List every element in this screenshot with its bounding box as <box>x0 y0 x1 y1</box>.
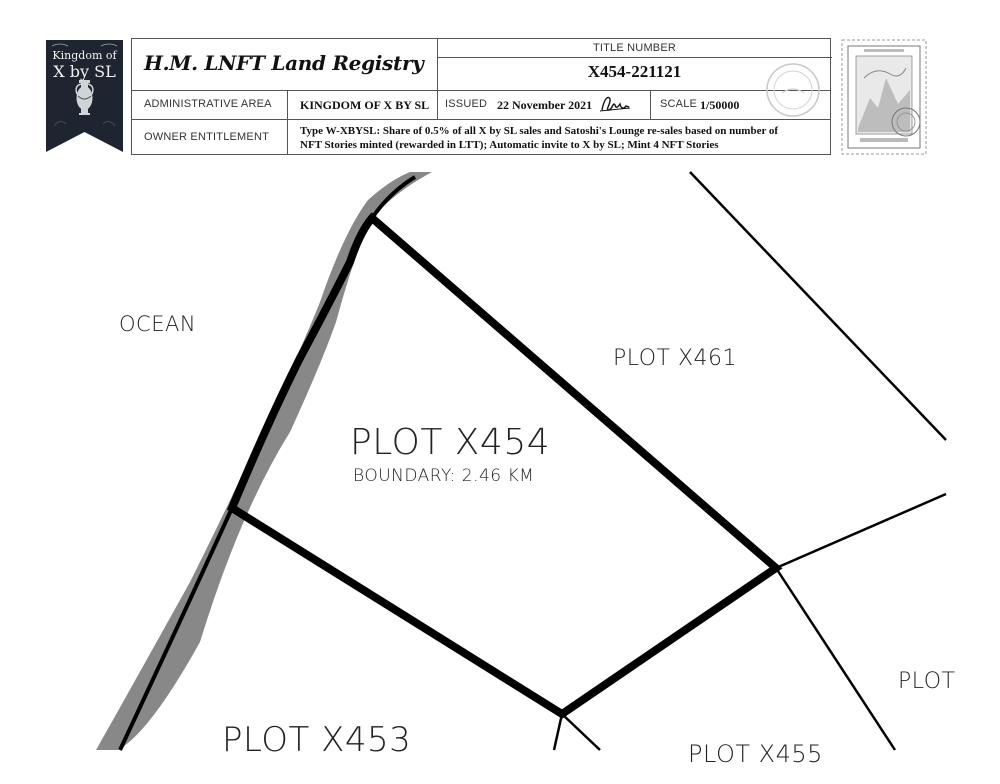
scale-value: 1/50000 <box>700 98 740 112</box>
coast-edge <box>370 175 417 220</box>
plot-partial-label: PLOT <box>898 669 956 694</box>
scale-label: SCALE <box>660 98 698 110</box>
plot-x455-label: PLOT X455 <box>688 740 823 768</box>
postage-stamp-icon <box>840 38 928 156</box>
divider <box>132 119 830 120</box>
coast-edge <box>118 507 234 751</box>
plot-boundary-line <box>774 567 897 751</box>
title-number: X454-221121 <box>587 62 682 81</box>
plot-x461-label: PLOT X461 <box>613 346 738 371</box>
banner-shape <box>46 40 123 152</box>
owner-entitlement-line2: NFT Stories minted (rewarded in LTT); Au… <box>300 139 719 151</box>
divider <box>650 90 651 120</box>
ocean-label: OCEAN <box>119 312 197 336</box>
plot-x453-label: PLOT X453 <box>222 720 412 760</box>
owner-entitlement-value: Type W-XBYSL: Share of 0.5% of all X by … <box>300 124 778 152</box>
divider <box>437 57 832 58</box>
divider <box>132 90 830 91</box>
registry-seal-icon <box>766 63 820 117</box>
owner-entitlement-label: OWNER ENTITLEMENT <box>144 131 270 143</box>
plot-x454-boundary-length: BOUNDARY: 2.46 KM <box>353 466 535 486</box>
admin-area-label: ADMINISTRATIVE AREA <box>144 98 272 110</box>
kingdom-banner: Kingdom of X by SL <box>46 40 123 152</box>
divider <box>437 39 438 91</box>
title-number-label: TITLE NUMBER <box>592 42 677 54</box>
plot-boundary-line <box>775 492 947 570</box>
issued-label: ISSUED <box>445 98 488 110</box>
plot-boundary-line <box>552 713 564 751</box>
plot-x454-boundary <box>226 212 783 719</box>
map-canvas <box>96 171 947 751</box>
registry-title: H.M. LNFT Land Registry <box>144 51 424 75</box>
signature-icon <box>599 96 631 112</box>
plot-boundary-line <box>561 713 601 751</box>
owner-entitlement-line1: Type W-XBYSL: Share of 0.5% of all X by … <box>300 125 779 137</box>
banner-title-line1: Kingdom of <box>52 49 117 62</box>
divider <box>287 90 288 155</box>
amphora-vase-icon <box>75 80 94 115</box>
admin-area-value: KINGDOM OF X BY SL <box>300 98 430 112</box>
land-plot-map: OCEAN PLOT X461 PLOT X454 BOUNDARY: 2.46… <box>0 171 1000 768</box>
banner-title-line2: X by SL <box>53 62 116 81</box>
plot-boundary-line <box>689 171 947 441</box>
plot-x454-label: PLOT X454 <box>350 422 551 463</box>
divider <box>437 90 438 120</box>
coastline <box>96 172 432 750</box>
issued-date: 22 November 2021 <box>497 98 593 112</box>
registry-header-table: H.M. LNFT Land Registry TITLE NUMBER X45… <box>131 38 832 155</box>
